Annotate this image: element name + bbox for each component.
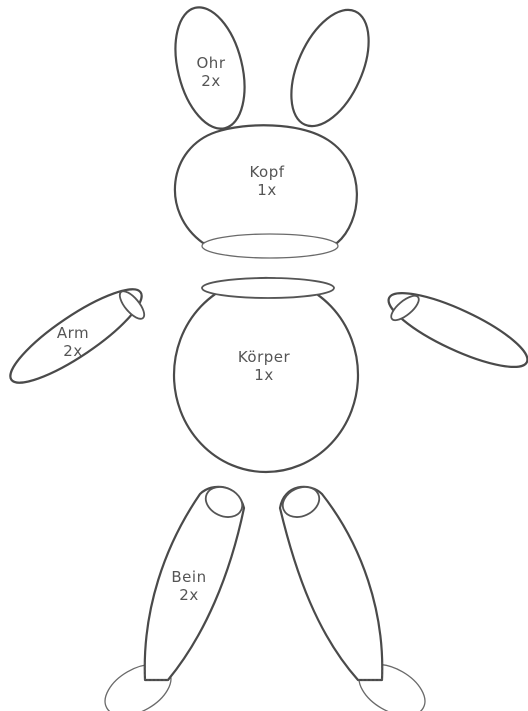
- head-count-label: 1x: [257, 181, 276, 199]
- head-name-label: Kopf: [249, 163, 284, 181]
- ear-right: [276, 0, 385, 138]
- ear-name-label: Ohr: [197, 54, 226, 72]
- leg-right: [278, 481, 434, 711]
- leg-name-label: Bein: [171, 568, 206, 586]
- leg-count-label: 2x: [179, 586, 198, 604]
- ear-count-label: 2x: [201, 72, 220, 90]
- leg-left: [96, 481, 247, 711]
- body-count-label: 1x: [254, 366, 273, 384]
- body-name-label: Körper: [238, 348, 291, 366]
- arm-count-label: 2x: [63, 342, 82, 360]
- arm-right: [381, 280, 528, 380]
- arm-name-label: Arm: [57, 324, 89, 342]
